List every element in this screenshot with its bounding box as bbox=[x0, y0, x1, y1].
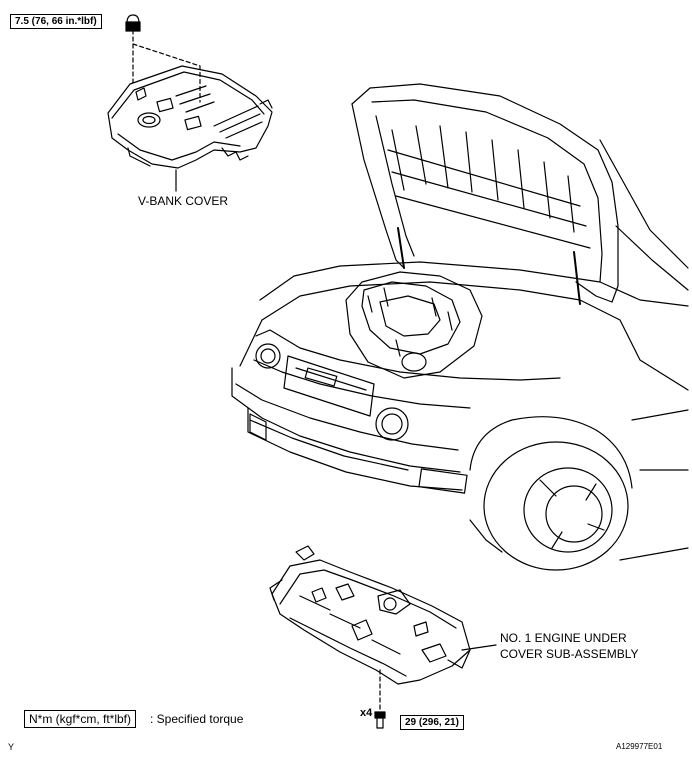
torque-lock-nut-icon bbox=[125, 14, 141, 32]
under-cover-leader bbox=[461, 644, 497, 651]
engine-under-cover-drawing bbox=[269, 545, 471, 685]
v-bank-leader-dashes bbox=[132, 29, 201, 103]
under-cover-label-line2: COVER SUB-ASSEMBLY bbox=[500, 647, 639, 661]
figure-id: A129977E01 bbox=[616, 742, 663, 751]
under-cover-label-line1: NO. 1 ENGINE UNDER bbox=[500, 631, 627, 645]
bolt-quantity: x4 bbox=[360, 707, 373, 719]
under-cover-torque-callout: 29 (296, 21) bbox=[400, 715, 464, 730]
v-bank-cover-label: V-BANK COVER bbox=[138, 194, 229, 208]
torque-unit-legend-text: : Specified torque bbox=[150, 712, 244, 726]
v-bank-cover-drawing bbox=[107, 65, 273, 169]
bolt-icon bbox=[374, 711, 386, 729]
torque-unit-legend-box: N*m (kgf*cm, ft*lbf) bbox=[24, 710, 137, 728]
vehicle-front-drawing bbox=[231, 83, 689, 571]
v-bank-torque-callout: 7.5 (76, 66 in.*lbf) bbox=[10, 14, 102, 29]
footer-code: Y bbox=[8, 742, 15, 752]
